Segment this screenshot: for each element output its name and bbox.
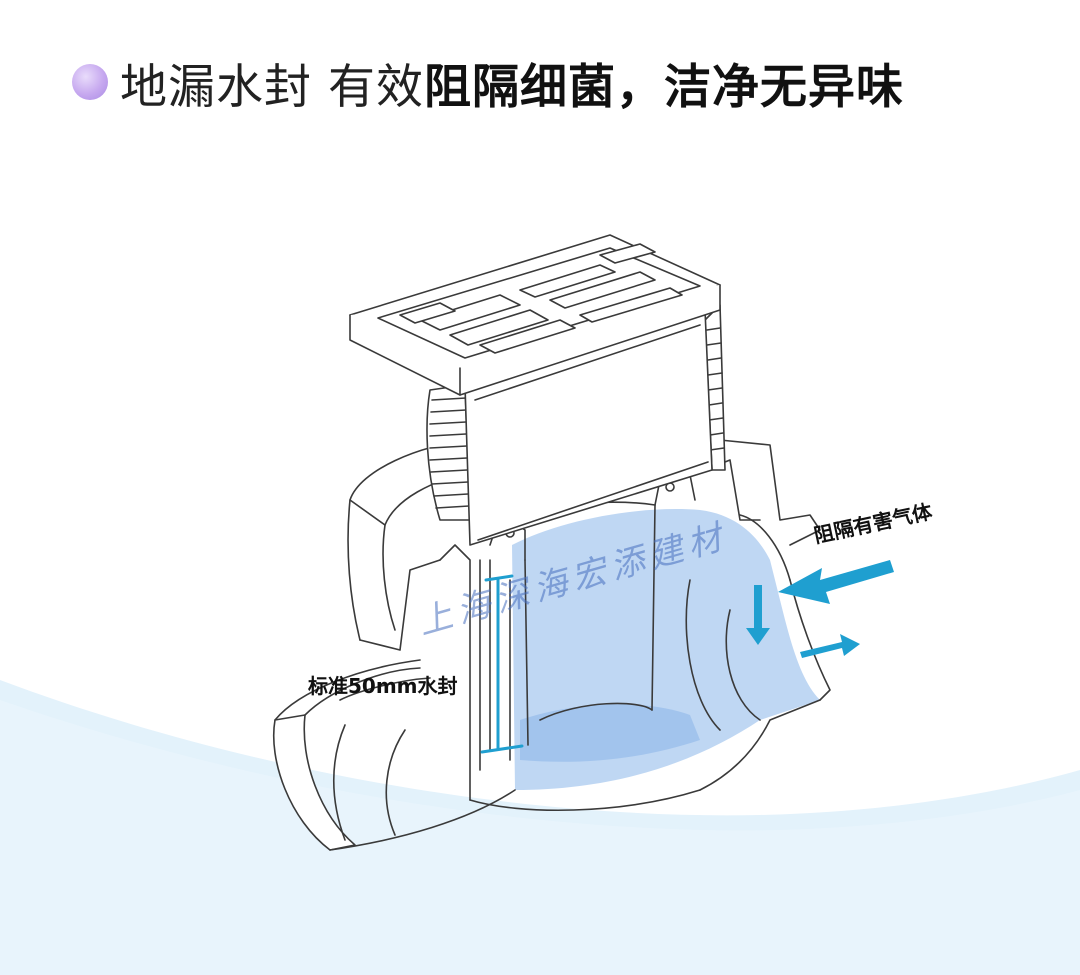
gas-block-arrows [746,560,894,658]
title-bold: 阻隔细菌，洁净无异味 [423,59,904,115]
seal-depth-label: 标准50mm水封 [308,674,458,698]
out-arrow-icon [800,634,860,658]
header-bullet-icon [72,64,108,100]
grate-cover [349,234,721,396]
seal-depth-marker [480,574,524,754]
water-fill-bottom [520,704,700,762]
down-arrow-icon [746,585,770,645]
header: 地漏水封 有效阻隔细菌，洁净无异味 [72,52,904,115]
incoming-gas-arrow-icon [778,560,894,604]
title-light: 地漏水封 有效 [120,59,424,115]
inlet-pipe [272,659,516,851]
page-title: 地漏水封 有效阻隔细菌，洁净无异味 [120,48,904,117]
